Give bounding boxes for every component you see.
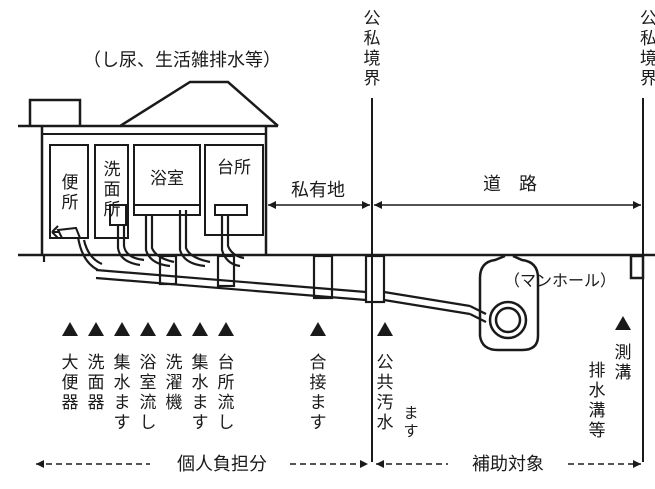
svg-text:溝: 溝 [615,363,632,383]
svg-text:洗: 洗 [166,353,183,373]
label-public-sewer-basin: 公 共 汚 水 ま す [377,353,419,440]
svg-text:汚: 汚 [377,393,394,413]
svg-text:ま: ま [310,393,327,413]
label-collection-basin-1: 集 水 ま す [114,353,131,433]
svg-text:所: 所 [62,193,79,213]
label-kitchen-sink: 台 所 流 し [218,353,235,433]
private-land-dimension [268,201,370,209]
public-private-boundary-label-left: 公 私 境 界 [364,9,381,89]
svg-text:私: 私 [640,29,655,49]
svg-text:界: 界 [640,69,655,89]
room-label-kitchen: 台所 [217,158,251,178]
svg-text:公: 公 [377,353,394,373]
manhole [478,254,645,352]
road-dimension [374,201,641,209]
road-label: 道 路 [483,174,537,195]
svg-text:す: す [310,413,327,433]
svg-text:洗: 洗 [88,353,105,373]
collection-basins [158,254,386,304]
svg-text:水: 水 [114,373,131,393]
svg-text:集: 集 [192,353,209,373]
svg-text:水: 水 [589,381,606,401]
label-bath-drain: 浴 室 流 し [140,353,157,433]
svg-text:流: 流 [218,393,235,413]
svg-text:接: 接 [310,373,327,393]
svg-text:室: 室 [140,373,157,393]
svg-text:所: 所 [218,373,235,393]
svg-text:器: 器 [88,393,105,413]
label-junction-basin: 合 接 ま す [310,353,327,433]
svg-text:面: 面 [88,373,105,393]
svg-text:便: 便 [62,373,79,393]
svg-text:集: 集 [114,353,131,373]
label-wash-basin: 洗 面 器 [88,353,105,413]
svg-text:便: 便 [62,173,79,193]
svg-text:ま: ま [114,393,131,413]
svg-text:洗: 洗 [104,160,121,180]
svg-text:面: 面 [104,180,121,200]
label-washing-machine: 洗 濯 機 [166,353,183,413]
wastewater-note: （し尿、生活雑排水等） [83,50,281,71]
svg-text:す: す [114,413,131,433]
svg-text:台: 台 [218,353,235,373]
room-label-bathroom: 浴室 [150,169,184,189]
svg-text:測: 測 [615,343,632,363]
room-label-washroom: 洗 面 所 [104,160,121,220]
svg-text:排: 排 [589,361,606,381]
svg-text:ま: ま [403,404,418,422]
svg-text:大: 大 [62,353,79,373]
subsidy-label: 補助対象 [472,454,544,475]
main-drain-pipe [42,256,487,323]
svg-text:器: 器 [62,393,79,413]
fixture-markers [62,316,631,336]
svg-text:境: 境 [640,49,655,69]
svg-text:境: 境 [364,49,381,69]
drain-pipes [76,210,245,271]
svg-text:水: 水 [192,373,209,393]
svg-text:水: 水 [377,413,394,433]
svg-text:公: 公 [640,9,655,29]
svg-text:合: 合 [310,353,327,373]
individual-burden-dimension [36,460,368,468]
room-label-toilet: 便 所 [62,173,79,213]
svg-text:す: す [403,422,418,440]
svg-text:等: 等 [589,421,606,441]
svg-text:す: す [192,413,209,433]
svg-text:し: し [140,413,157,433]
svg-text:濯: 濯 [166,373,183,393]
label-gutter: 排 水 溝 等 測 溝 [589,343,632,441]
label-toilet-bowl: 大 便 器 [62,353,79,413]
svg-text:界: 界 [364,69,381,89]
house [18,80,279,254]
svg-text:機: 機 [166,393,183,413]
label-collection-basin-2: 集 水 ま す [192,353,209,433]
public-private-boundary-label-right: 公 私 境 界 [640,9,655,89]
svg-text:公: 公 [364,9,381,29]
svg-text:し: し [218,413,235,433]
svg-text:所: 所 [104,200,121,220]
svg-text:流: 流 [140,393,157,413]
manhole-label: （マンホール） [504,271,616,290]
private-land-label: 私有地 [291,180,345,201]
svg-text:共: 共 [377,373,394,393]
svg-text:ま: ま [192,393,209,413]
subsidy-dimension [376,460,641,468]
svg-text:浴: 浴 [140,353,157,373]
svg-text:溝: 溝 [589,401,606,421]
svg-text:私: 私 [364,29,381,49]
individual-burden-label: 個人負担分 [177,454,267,475]
